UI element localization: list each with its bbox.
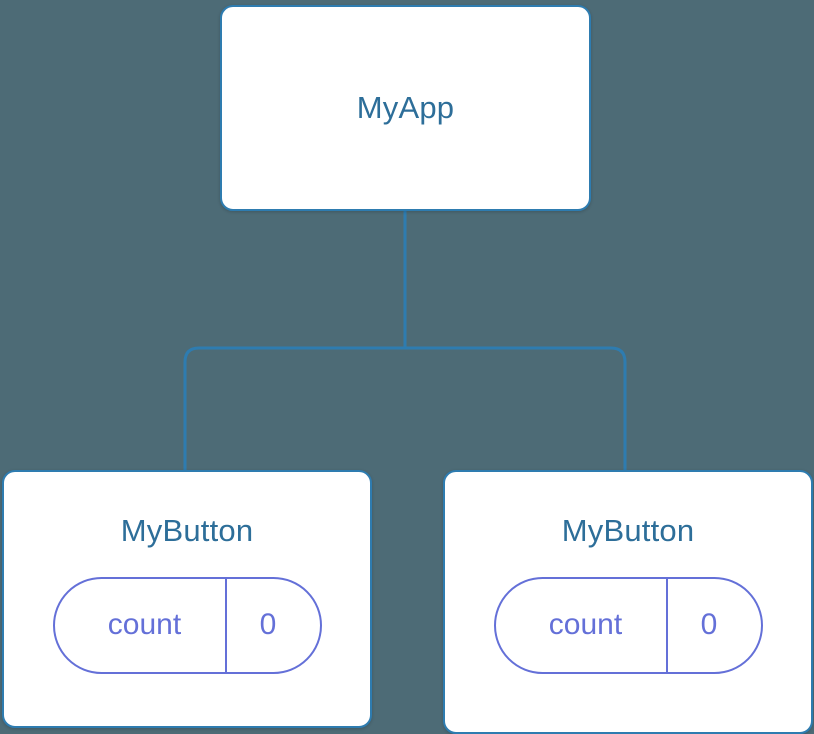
node-mybutton-1[interactable]: MyButton count 0 (2, 470, 372, 728)
node-myapp[interactable]: MyApp (220, 5, 591, 211)
node-title: MyApp (356, 89, 455, 125)
state-value: 0 (259, 608, 277, 642)
node-mybutton-2[interactable]: MyButton count 0 (443, 470, 813, 734)
state-key: count (496, 578, 668, 672)
node-title: MyButton (120, 513, 254, 548)
state-key: count (55, 578, 227, 672)
connector-branch-right (405, 346, 627, 470)
state-pill[interactable]: count 0 (493, 576, 763, 674)
connector-branch-left (183, 346, 405, 470)
node-title: MyButton (561, 513, 695, 548)
state-value: 0 (700, 608, 718, 642)
state-pill[interactable]: count 0 (52, 576, 322, 674)
